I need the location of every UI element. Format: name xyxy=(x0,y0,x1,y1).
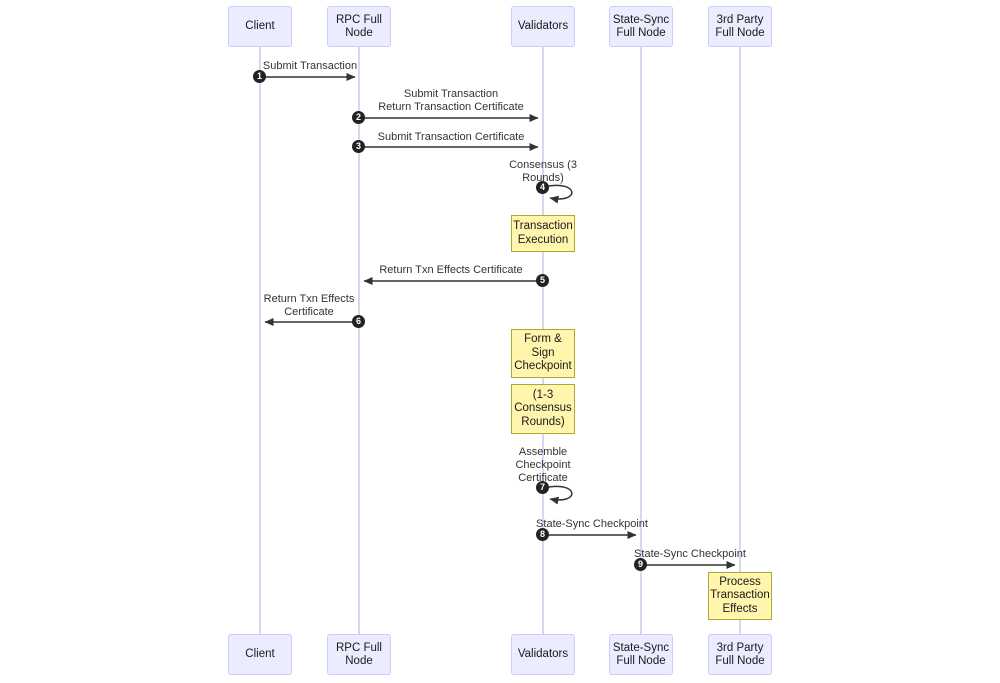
seq-badge-2: 2 xyxy=(352,111,365,124)
arrow-7-self-loop xyxy=(543,485,573,505)
message-label-6: Return Txn Effects Certificate xyxy=(264,293,355,319)
note-process-transaction-effects: Process Transaction Effects xyxy=(708,572,772,620)
note-transaction-execution: Transaction Execution xyxy=(511,215,575,252)
arrow-4-self-loop xyxy=(543,184,573,204)
message-label-1-line-1: Submit Transaction xyxy=(262,60,358,72)
seq-badge-8: 8 xyxy=(536,528,549,541)
message-label-2-line-2: Return Transaction Certificate xyxy=(378,101,524,113)
message-label-7: Assemble Checkpoint Certificate xyxy=(515,446,570,485)
participant-top-rpc-full-node: RPC Full Node xyxy=(327,6,391,47)
message-label-9: State-Sync Checkpoint xyxy=(634,548,746,561)
note-process-transaction-effects-line-2: Transaction xyxy=(710,589,770,602)
seq-badge-7: 7 xyxy=(536,481,549,494)
message-label-7-line-2: Checkpoint xyxy=(515,459,571,471)
note-form-sign-checkpoint: Form & Sign Checkpoint xyxy=(511,329,575,378)
note-consensus-rounds-line-1: (1-3 xyxy=(532,388,554,401)
participant-bottom-rpc-full-node: RPC Full Node xyxy=(327,634,391,675)
message-label-4: Consensus (3 Rounds) xyxy=(509,159,577,185)
seq-badge-3: 3 xyxy=(352,140,365,153)
note-consensus-rounds-line-2: Consensus xyxy=(514,402,572,415)
seq-badge-4: 4 xyxy=(536,181,549,194)
participant-bottom-client: Client xyxy=(228,634,292,675)
seq-badge-5: 5 xyxy=(536,274,549,287)
message-label-6-line-1: Return Txn Effects xyxy=(263,293,355,305)
participant-bottom-third-party-full-node: 3rd Party Full Node xyxy=(708,634,772,675)
message-label-5: Return Txn Effects Certificate xyxy=(379,264,522,277)
seq-badge-6: 6 xyxy=(352,315,365,328)
seq-badge-1: 1 xyxy=(253,70,266,83)
participant-top-validators: Validators xyxy=(511,6,575,47)
message-label-2: Submit Transaction Return Transaction Ce… xyxy=(378,88,524,114)
message-label-5-line-1: Return Txn Effects Certificate xyxy=(379,264,523,276)
message-label-8-line-1: State-Sync Checkpoint xyxy=(536,518,648,530)
message-label-6-line-2: Certificate xyxy=(284,306,334,318)
message-label-2-line-1: Submit Transaction xyxy=(403,88,499,100)
note-form-sign-checkpoint-line-3: Checkpoint xyxy=(514,360,572,373)
note-form-sign-checkpoint-line-2: Sign xyxy=(531,346,555,359)
participant-bottom-state-sync-full-node: State-Sync Full Node xyxy=(609,634,673,675)
note-transaction-execution-line-1: Transaction xyxy=(513,220,573,232)
note-consensus-rounds: (1-3 Consensus Rounds) xyxy=(511,384,575,434)
message-label-4-line-2: Rounds) xyxy=(522,172,564,184)
participant-top-third-party-full-node: 3rd Party Full Node xyxy=(708,6,772,47)
note-transaction-execution-line-2: Execution xyxy=(517,233,569,246)
message-label-7-line-3: Certificate xyxy=(518,472,568,484)
note-process-transaction-effects-line-1: Process xyxy=(719,575,761,588)
message-label-7-line-1: Assemble xyxy=(518,446,568,458)
seq-badge-9: 9 xyxy=(634,558,647,571)
participant-top-client: Client xyxy=(228,6,292,47)
participant-top-state-sync-full-node: State-Sync Full Node xyxy=(609,6,673,47)
note-process-transaction-effects-line-3: Effects xyxy=(722,602,758,615)
message-label-3-line-1: Submit Transaction Certificate xyxy=(377,131,525,143)
message-label-1: Submit Transaction xyxy=(263,60,357,73)
message-label-8: State-Sync Checkpoint xyxy=(536,518,648,531)
participant-bottom-validators: Validators xyxy=(511,634,575,675)
message-label-3: Submit Transaction Certificate xyxy=(378,131,525,144)
note-consensus-rounds-line-3: Rounds) xyxy=(521,415,565,428)
note-form-sign-checkpoint-line-1: Form & xyxy=(524,333,562,346)
message-label-4-line-1: Consensus (3 xyxy=(509,159,577,171)
message-label-9-line-1: State-Sync Checkpoint xyxy=(634,548,746,560)
